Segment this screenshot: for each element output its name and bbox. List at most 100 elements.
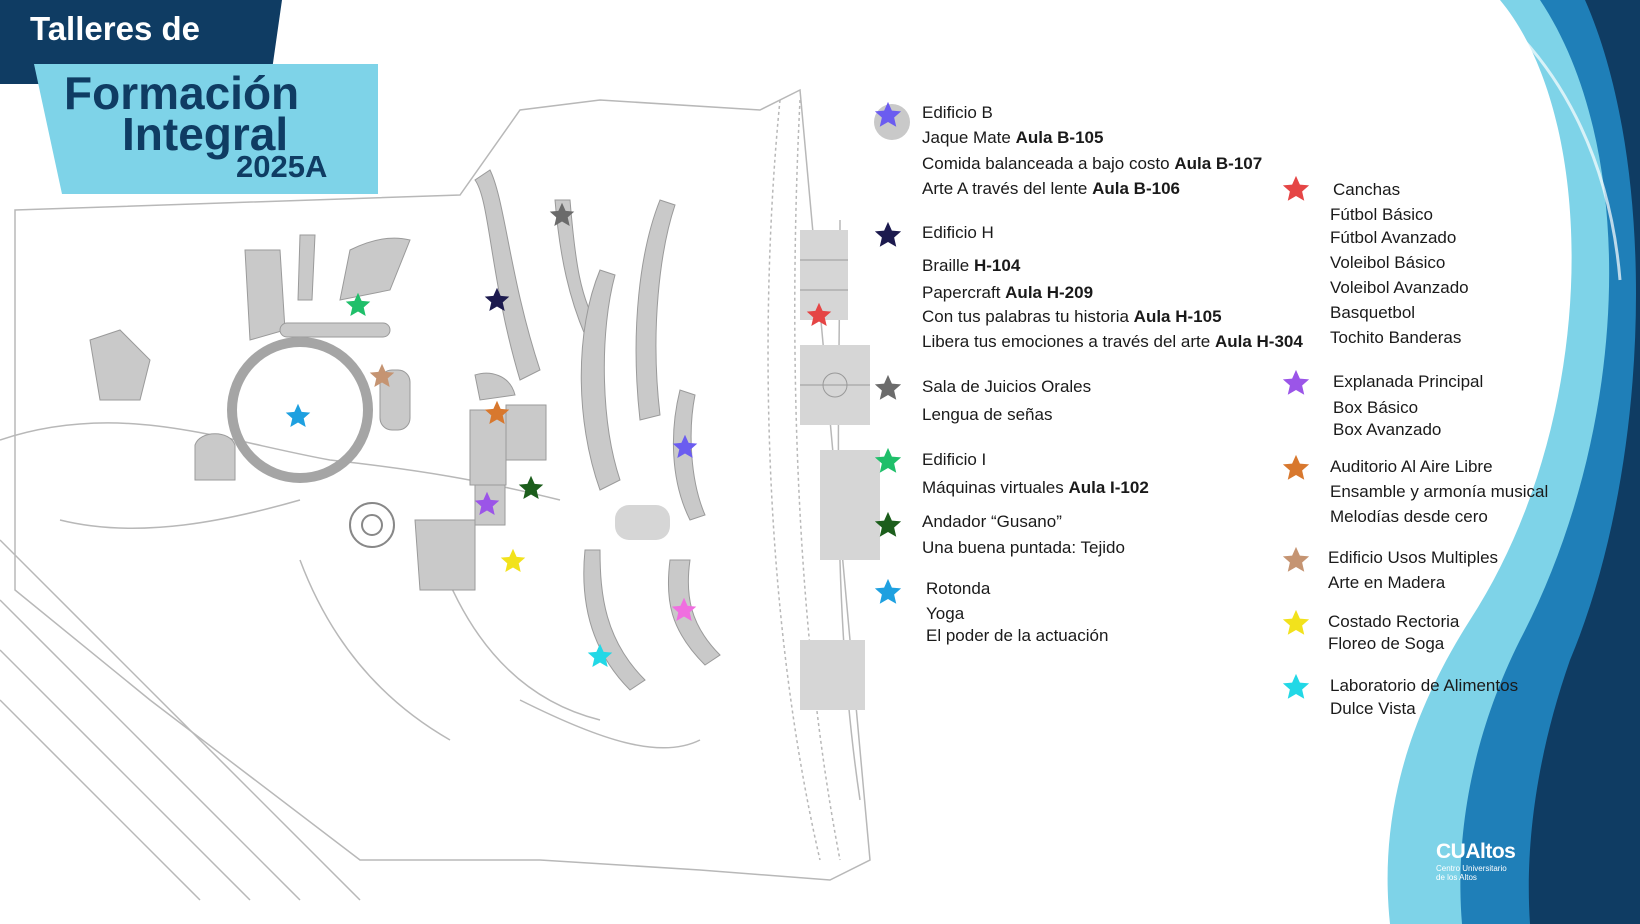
cualtos-logo: CUAltos Centro Universitario de los Alto… <box>1436 840 1516 882</box>
entry-room: Aula B-105 <box>1015 128 1104 147</box>
entry-room: Aula H-105 <box>1133 307 1222 326</box>
legend-entry: Fútbol Básico <box>1330 203 1433 227</box>
legend-entry: Máquinas virtuales Aula I-102 <box>922 476 1149 500</box>
legend-entry: Box Básico <box>1333 396 1418 420</box>
legend-title-can: Canchas <box>1333 180 1401 199</box>
entry-text: Tochito Banderas <box>1330 328 1462 347</box>
entry-text: Una buena puntada: Tejido <box>922 538 1125 557</box>
entry-text: Voleibol Básico <box>1330 253 1446 272</box>
legend-entry: Comida balanceada a bajo costo Aula B-10… <box>922 152 1262 176</box>
entry-text: Libera tus emociones a través del arte <box>922 332 1215 351</box>
legend-star-icon <box>873 220 903 250</box>
entry-text: Arte A través del lente <box>922 179 1093 198</box>
map-marker-h-star-icon <box>483 286 511 314</box>
legend-star-icon <box>1281 672 1311 702</box>
entry-text: Máquinas virtuales <box>922 478 1069 497</box>
legend-star-icon <box>1281 368 1311 398</box>
entry-text: Comida balanceada a bajo costo <box>922 154 1175 173</box>
legend-title-lab: Laboratorio de Alimentos <box>1330 676 1519 695</box>
entry-text: Box Avanzado <box>1333 420 1442 439</box>
legend-star-icon <box>1281 608 1311 638</box>
legend-entry: Jaque Mate Aula B-105 <box>922 126 1103 150</box>
legend-title-usos: Edificio Usos Multiples <box>1328 548 1499 567</box>
entry-text: Melodías desde cero <box>1330 507 1488 526</box>
legend-entry: Voleibol Básico <box>1330 251 1445 275</box>
map-marker-can-star-icon <box>805 301 833 329</box>
legend-title-aud: Auditorio Al Aire Libre <box>1330 457 1493 476</box>
entry-text: Papercraft <box>922 283 1006 302</box>
title-banner-main: Formación Integral 2025A <box>34 64 378 194</box>
legend-star-icon <box>1281 453 1311 483</box>
legend-star-icon <box>873 510 903 540</box>
legend-entry: Basquetbol <box>1330 301 1415 325</box>
entry-room: Aula I-102 <box>1068 478 1149 497</box>
map-marker-rot-star-icon <box>284 402 312 430</box>
logo-sub-2: de los Altos <box>1436 873 1477 882</box>
entry-text: Lengua de señas <box>922 405 1053 424</box>
legend-title-i: Edificio I <box>922 450 987 469</box>
entry-text: Braille <box>922 256 974 275</box>
legend-entry: Yoga <box>926 602 964 626</box>
entry-room: H-104 <box>973 256 1021 275</box>
entry-text: Fútbol Avanzado <box>1330 228 1457 247</box>
legend-title-gus: Andador “Gusano” <box>922 512 1062 531</box>
legend-entry: Box Avanzado <box>1333 418 1441 442</box>
map-marker-pink-star-icon <box>670 596 698 624</box>
legend-title-rect: Costado Rectoria <box>1328 612 1460 631</box>
legend-entry: Tochito Banderas <box>1330 326 1461 350</box>
legend-star-icon <box>1281 545 1311 575</box>
entry-room: Aula B-107 <box>1174 154 1263 173</box>
entry-text: Box Básico <box>1333 398 1419 417</box>
map-marker-aud-star-icon <box>483 399 511 427</box>
entry-room: Aula B-106 <box>1092 179 1180 198</box>
map-marker-sala-star-icon <box>548 201 576 229</box>
legend-entry: Con tus palabras tu historia Aula H-105 <box>922 305 1222 329</box>
map-marker-rect-star-icon <box>499 547 527 575</box>
legend-entry: Lengua de señas <box>922 403 1052 427</box>
legend-entry: Ensamble y armonía musical <box>1330 480 1548 504</box>
legend-entry: El poder de la actuación <box>926 624 1108 648</box>
legend-star-icon <box>1281 174 1311 204</box>
entry-room: Aula H-209 <box>1005 283 1094 302</box>
entry-text: Basquetbol <box>1330 303 1416 322</box>
legend-entry: Fútbol Avanzado <box>1330 226 1456 250</box>
legend-star-icon <box>873 373 903 403</box>
legend-entry: Voleibol Avanzado <box>1330 276 1469 300</box>
legend-entry: Una buena puntada: Tejido <box>922 536 1125 560</box>
legend-entry: Libera tus emociones a través del arte A… <box>922 330 1303 354</box>
logo-name: CUAltos <box>1436 840 1516 863</box>
entry-text: El poder de la actuación <box>926 626 1109 645</box>
legend-title-exp: Explanada Principal <box>1333 372 1484 391</box>
title-line-4: 2025A <box>236 149 328 184</box>
map-marker-exp-star-icon <box>473 490 501 518</box>
legend-title-b: Edificio B <box>922 103 993 122</box>
entry-text: Dulce Vista <box>1330 699 1416 718</box>
legend-star-icon <box>873 577 903 607</box>
logo-sub-1: Centro Universitario <box>1436 864 1507 873</box>
entry-text: Jaque Mate <box>922 128 1016 147</box>
map-marker-b-star-icon <box>671 433 699 461</box>
title-line-1: Talleres de <box>30 10 200 47</box>
entry-text: Voleibol Avanzado <box>1330 278 1469 297</box>
legend-star-icon <box>873 446 903 476</box>
legend-entry: Braille H-104 <box>922 254 1020 278</box>
legend-entry: Papercraft Aula H-209 <box>922 281 1093 305</box>
entry-text: Arte en Madera <box>1328 573 1446 592</box>
legend-entry: Dulce Vista <box>1330 697 1416 721</box>
title-line-2: Formación <box>64 67 300 119</box>
entry-text: Fútbol Básico <box>1330 205 1433 224</box>
entry-text: Ensamble y armonía musical <box>1330 482 1549 501</box>
legend-entry: Arte A través del lente Aula B-106 <box>922 177 1180 201</box>
title-line-3: Integral <box>122 108 289 160</box>
entry-text: Yoga <box>926 604 965 623</box>
legend-title-h: Edificio H <box>922 223 994 242</box>
legend-title-sala: Sala de Juicios Orales <box>922 377 1092 396</box>
entry-room: Aula H-304 <box>1214 332 1303 351</box>
legend-star-icon <box>873 100 903 130</box>
map-marker-i-star-icon <box>344 291 372 319</box>
legend-entry: Melodías desde cero <box>1330 505 1488 529</box>
legend-entry: Arte en Madera <box>1328 571 1445 595</box>
map-marker-lab-star-icon <box>586 642 614 670</box>
map-marker-usos-star-icon <box>368 362 396 390</box>
